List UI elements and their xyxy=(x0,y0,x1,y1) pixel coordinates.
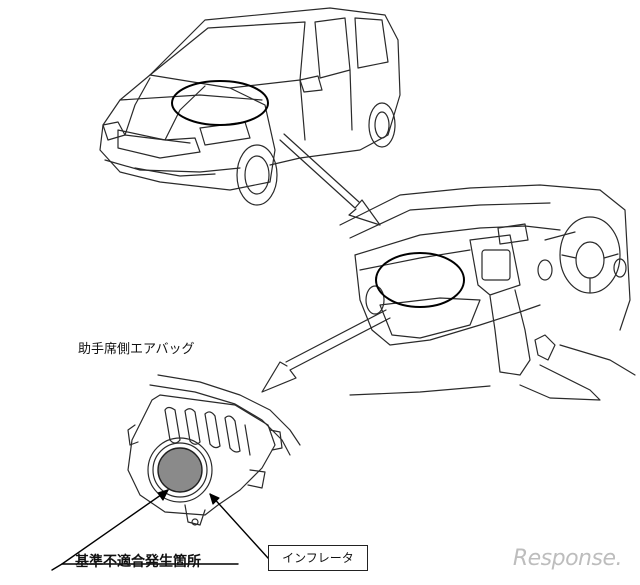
car-highlight-ellipse xyxy=(171,80,269,126)
leader-lines xyxy=(51,489,269,571)
inflator-label: インフレータ xyxy=(268,545,368,571)
inflator-arrowhead xyxy=(209,493,220,505)
inflator-disk xyxy=(157,447,203,493)
car-illustration xyxy=(99,7,401,206)
response-watermark: Response. xyxy=(512,546,623,571)
arrow-car-to-dashboard xyxy=(279,133,381,226)
dashboard-illustration xyxy=(339,184,636,401)
airbag-label: 助手席側エアバッグ xyxy=(78,342,195,357)
dashboard-highlight-ellipse xyxy=(375,252,465,308)
airbag-module-illustration xyxy=(127,374,301,526)
arrow-dashboard-to-airbag xyxy=(261,309,391,393)
defect-arrowhead xyxy=(157,489,169,501)
defect-location-label: 基準不適合発生箇所 xyxy=(75,554,201,570)
